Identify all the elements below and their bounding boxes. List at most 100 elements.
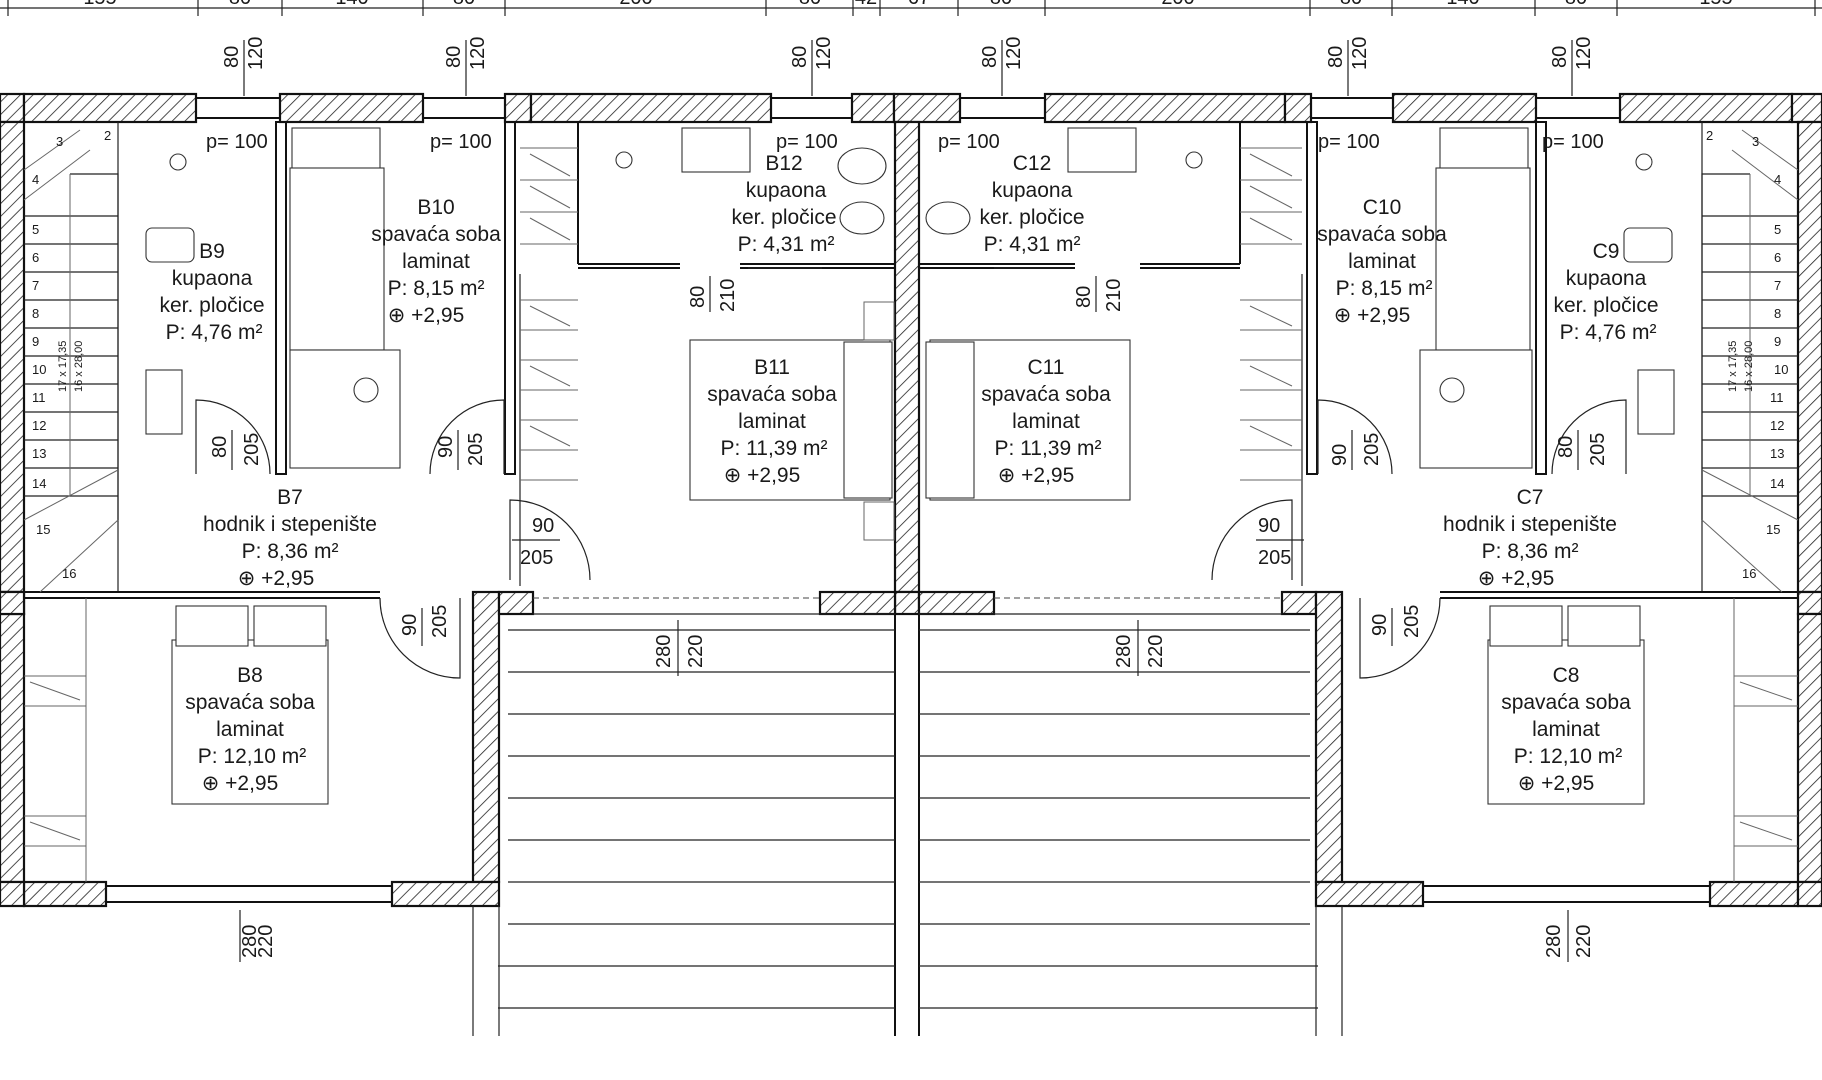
window-dim-height: 120 <box>1573 37 1595 70</box>
step-number: 14 <box>1770 476 1784 491</box>
svg-text:kupaona: kupaona <box>172 267 253 290</box>
toilet-icon <box>837 147 887 185</box>
step-number: 10 <box>1774 362 1788 377</box>
sink-icon <box>145 369 183 435</box>
svg-text:P: 4,76 m²: P: 4,76 m² <box>166 321 263 344</box>
chair-icon <box>1439 377 1465 403</box>
top-dim-14: 155 <box>1699 0 1732 9</box>
room-label-B12: B12 kupaona ker. pločice P: 4,31 m² <box>731 152 836 256</box>
svg-text:P: 8,15 m²: P: 8,15 m² <box>1336 277 1433 300</box>
svg-text:P: 8,36 m²: P: 8,36 m² <box>1482 540 1579 563</box>
svg-text:P: 12,10 m²: P: 12,10 m² <box>198 745 307 768</box>
step-number: 3 <box>56 134 63 149</box>
svg-text:⊕ +2,95: ⊕ +2,95 <box>1334 304 1411 327</box>
svg-text:P: 12,10 m²: P: 12,10 m² <box>1514 745 1623 768</box>
svg-text:C9: C9 <box>1593 240 1620 263</box>
svg-text:⊕ +2,95: ⊕ +2,95 <box>202 772 279 795</box>
pillow-icon <box>253 605 327 647</box>
step-number: 8 <box>32 306 39 321</box>
step-number: 2 <box>104 128 111 143</box>
svg-text:ker. pločice: ker. pločice <box>731 206 836 229</box>
room-label-B11: B11 spavaća soba laminat P: 11,39 m² ⊕ +… <box>707 356 837 487</box>
svg-text:hodnik i stepenište: hodnik i stepenište <box>1443 513 1617 536</box>
svg-text:laminat: laminat <box>1012 410 1080 433</box>
window-dim-height: 120 <box>467 37 489 70</box>
desk-icon <box>289 349 401 469</box>
step-number: 9 <box>1774 334 1781 349</box>
door-dim-width: 90 <box>1369 614 1391 636</box>
drain-icon <box>615 151 633 169</box>
bed-icon <box>1435 167 1531 351</box>
nightstand-icon <box>863 301 895 341</box>
door-dim-width: 80 <box>687 286 709 308</box>
svg-text:spavaća soba: spavaća soba <box>1501 691 1631 714</box>
top-dim-1: 155 <box>83 0 116 9</box>
drain-icon <box>169 153 187 171</box>
door-dim-height: 205 <box>465 433 487 466</box>
step-number: 12 <box>32 418 46 433</box>
svg-text:B10: B10 <box>417 196 454 219</box>
door-dim-height: 205 <box>1361 433 1383 466</box>
pillow-icon <box>1489 605 1563 647</box>
pillow-icon <box>175 605 249 647</box>
pillow-icon <box>925 341 975 499</box>
svg-text:ker. pločice: ker. pločice <box>159 294 264 317</box>
svg-text:⊕ +2,95: ⊕ +2,95 <box>1478 567 1555 590</box>
window-dim-width: 80 <box>443 46 465 68</box>
opening-dim-width: 280 <box>653 635 675 668</box>
opening-dim-width: 280 <box>239 925 261 958</box>
door-dim-height: 205 <box>429 605 451 638</box>
door-swing-icon <box>379 597 461 679</box>
opening-dim-height: 220 <box>685 635 707 668</box>
door-dim-width: 90 <box>435 436 457 458</box>
room-label-C8: C8 spavaća soba laminat P: 12,10 m² ⊕ +2… <box>1501 664 1631 795</box>
step-number: 4 <box>32 172 39 187</box>
top-dim-2: 80 <box>229 0 251 9</box>
door-swing-icon <box>509 499 591 581</box>
door-swing-icon <box>1359 597 1441 679</box>
walls <box>0 92 1822 1036</box>
top-dim-8: 67 <box>908 0 930 9</box>
step-number: 2 <box>1706 128 1713 143</box>
room-label-B10: B10 spavaća soba laminat P: 8,15 m² ⊕ +2… <box>371 196 501 327</box>
door-dim-width: 80 <box>1073 286 1095 308</box>
svg-text:B8: B8 <box>237 664 263 687</box>
pillow-icon <box>843 341 893 499</box>
svg-text:spavaća soba: spavaća soba <box>371 223 501 246</box>
top-dim-5: 200 <box>619 0 652 9</box>
door-dim-height: 205 <box>241 433 263 466</box>
svg-text:laminat: laminat <box>1348 250 1416 273</box>
svg-text:kupaona: kupaona <box>1566 267 1647 290</box>
svg-text:P: 4,31 m²: P: 4,31 m² <box>984 233 1081 256</box>
bed-icon <box>171 639 329 805</box>
svg-text:P: 4,31 m²: P: 4,31 m² <box>738 233 835 256</box>
step-number: 12 <box>1770 418 1784 433</box>
svg-text:kupaona: kupaona <box>992 179 1073 202</box>
top-dim-12: 140 <box>1446 0 1479 9</box>
step-number: 4 <box>1774 172 1781 187</box>
door-dim-height: 205 <box>1587 433 1609 466</box>
window-dim-height: 120 <box>813 37 835 70</box>
svg-text:C10: C10 <box>1363 196 1402 219</box>
svg-text:spavaća soba: spavaća soba <box>707 383 837 406</box>
svg-text:B9: B9 <box>199 240 225 263</box>
stair-spec: 17 x 17,35 <box>1727 341 1739 392</box>
chair-icon <box>353 377 379 403</box>
step-number: 7 <box>1774 278 1781 293</box>
pillow-icon <box>1567 605 1641 647</box>
toilet-icon <box>1623 227 1673 263</box>
bed-icon <box>1487 639 1645 805</box>
svg-text:P: 8,15 m²: P: 8,15 m² <box>388 277 485 300</box>
svg-text:⊕ +2,95: ⊕ +2,95 <box>388 304 465 327</box>
svg-text:P: 4,76 m²: P: 4,76 m² <box>1560 321 1657 344</box>
svg-text:laminat: laminat <box>216 718 284 741</box>
svg-text:⊕ +2,95: ⊕ +2,95 <box>238 567 315 590</box>
step-number: 9 <box>32 334 39 349</box>
door-dim-height: 205 <box>520 547 553 569</box>
step-number: 10 <box>32 362 46 377</box>
toilet-icon <box>839 201 885 235</box>
step-number: 15 <box>36 522 50 537</box>
svg-text:⊕ +2,95: ⊕ +2,95 <box>998 464 1075 487</box>
top-dimension-chain: 155 80 140 80 200 80 42 67 80 200 80 140… <box>0 0 1822 16</box>
